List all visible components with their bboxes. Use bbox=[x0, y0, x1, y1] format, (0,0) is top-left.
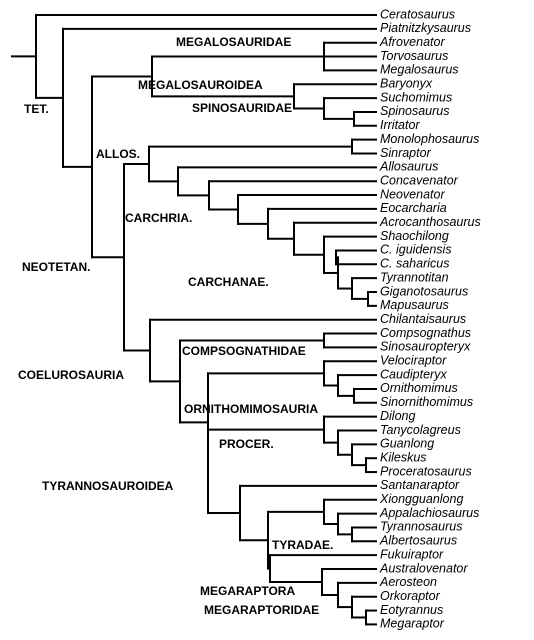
taxon-label: Fukuiraptor bbox=[380, 547, 444, 561]
clade-label-neotetan: NEOTETAN. bbox=[22, 260, 90, 274]
taxon-label: Megalosaurus bbox=[380, 63, 459, 77]
taxon-label: Santanaraptor bbox=[380, 478, 460, 492]
taxon-label: Mapusaurus bbox=[380, 298, 449, 312]
taxon-label: Tyrannotitan bbox=[380, 270, 449, 284]
taxon-label: Ornithomimus bbox=[380, 381, 458, 395]
clade-label-tyradae: TYRADAE. bbox=[272, 538, 333, 552]
clade-label-ornithomimosauria: ORNITHOMIMOSAURIA bbox=[184, 402, 318, 416]
taxon-label: Shaochilong bbox=[380, 229, 449, 243]
taxon-label: Eocarcharia bbox=[380, 201, 447, 215]
clade-label-coelurosauria: COELUROSAURIA bbox=[18, 368, 124, 382]
taxon-label: Appalachiosaurus bbox=[379, 506, 479, 520]
taxon-label: Caudipteryx bbox=[380, 367, 447, 381]
taxon-label: Xiongguanlong bbox=[379, 492, 463, 506]
clade-label-megaraptora: MEGARAPTORA bbox=[200, 584, 295, 598]
taxon-labels: CeratosaurusPiatnitzkysaurusAfrovenatorT… bbox=[379, 7, 481, 630]
clade-label-tyrannosauroidea: TYRANNOSAUROIDEA bbox=[42, 479, 174, 493]
clade-label-tet: TET. bbox=[24, 102, 49, 116]
taxon-label: Allosaurus bbox=[379, 160, 438, 174]
taxon-label: C. iguidensis bbox=[380, 243, 452, 257]
taxon-label: Velociraptor bbox=[380, 354, 447, 368]
taxon-label: Albertosaurus bbox=[379, 534, 457, 548]
clade-label-megalosauridae: MEGALOSAURIDAE bbox=[176, 35, 291, 49]
taxon-label: Suchomimus bbox=[380, 90, 452, 104]
clade-label-megalosauroidea: MEGALOSAUROIDEA bbox=[138, 78, 263, 92]
taxon-label: Piatnitzkysaurus bbox=[380, 21, 471, 35]
taxon-label: Torvosaurus bbox=[380, 49, 448, 63]
taxon-label: Sinornithomimus bbox=[380, 395, 473, 409]
taxon-label: C. saharicus bbox=[380, 257, 449, 271]
taxon-label: Baryonyx bbox=[380, 77, 433, 91]
clade-labels: MEGALOSAURIDAE MEGALOSAUROIDEA SPINOSAUR… bbox=[18, 35, 333, 617]
clade-label-spinosauridae: SPINOSAURIDAE bbox=[192, 101, 292, 115]
taxon-label: Irritator bbox=[380, 118, 420, 132]
taxon-label: Australovenator bbox=[379, 561, 468, 575]
taxon-label: Acrocanthosaurus bbox=[379, 215, 481, 229]
taxon-label: Spinosaurus bbox=[380, 104, 450, 118]
taxon-label: Eotyrannus bbox=[380, 603, 443, 617]
clade-label-allos: ALLOS. bbox=[96, 147, 140, 161]
taxon-label: Tyrannosaurus bbox=[380, 520, 462, 534]
taxon-label: Orkoraptor bbox=[380, 589, 441, 603]
clade-label-compsognathidae: COMPSOGNATHIDAE bbox=[182, 344, 306, 358]
taxon-label: Compsognathus bbox=[380, 326, 471, 340]
taxon-label: Chilantaisaurus bbox=[380, 312, 466, 326]
clade-label-procer: PROCER. bbox=[219, 437, 274, 451]
taxon-label: Neovenator bbox=[380, 187, 445, 201]
taxon-label: Concavenator bbox=[380, 173, 459, 187]
taxon-label: Sinraptor bbox=[380, 146, 432, 160]
clade-label-megaraptoridae: MEGARAPTORIDAE bbox=[204, 603, 319, 617]
taxon-label: Afrovenator bbox=[379, 35, 445, 49]
taxon-label: Sinosauropteryx bbox=[380, 340, 471, 354]
branch-lines bbox=[11, 14, 377, 626]
taxon-label: Ceratosaurus bbox=[380, 7, 455, 21]
taxon-label: Kileskus bbox=[380, 450, 427, 464]
taxon-label: Tanycolagreus bbox=[380, 423, 461, 437]
taxon-label: Proceratosaurus bbox=[380, 464, 472, 478]
taxon-label: Aerosteon bbox=[379, 575, 437, 589]
taxon-label: Megaraptor bbox=[380, 617, 445, 631]
taxon-label: Dilong bbox=[380, 409, 415, 423]
clade-label-carchanae: CARCHANAE. bbox=[188, 275, 269, 289]
taxon-label: Giganotosaurus bbox=[380, 284, 468, 298]
clade-label-carchria: CARCHRIA. bbox=[125, 211, 192, 225]
taxon-label: Guanlong bbox=[380, 437, 434, 451]
taxon-label: Monolophosaurus bbox=[380, 132, 479, 146]
